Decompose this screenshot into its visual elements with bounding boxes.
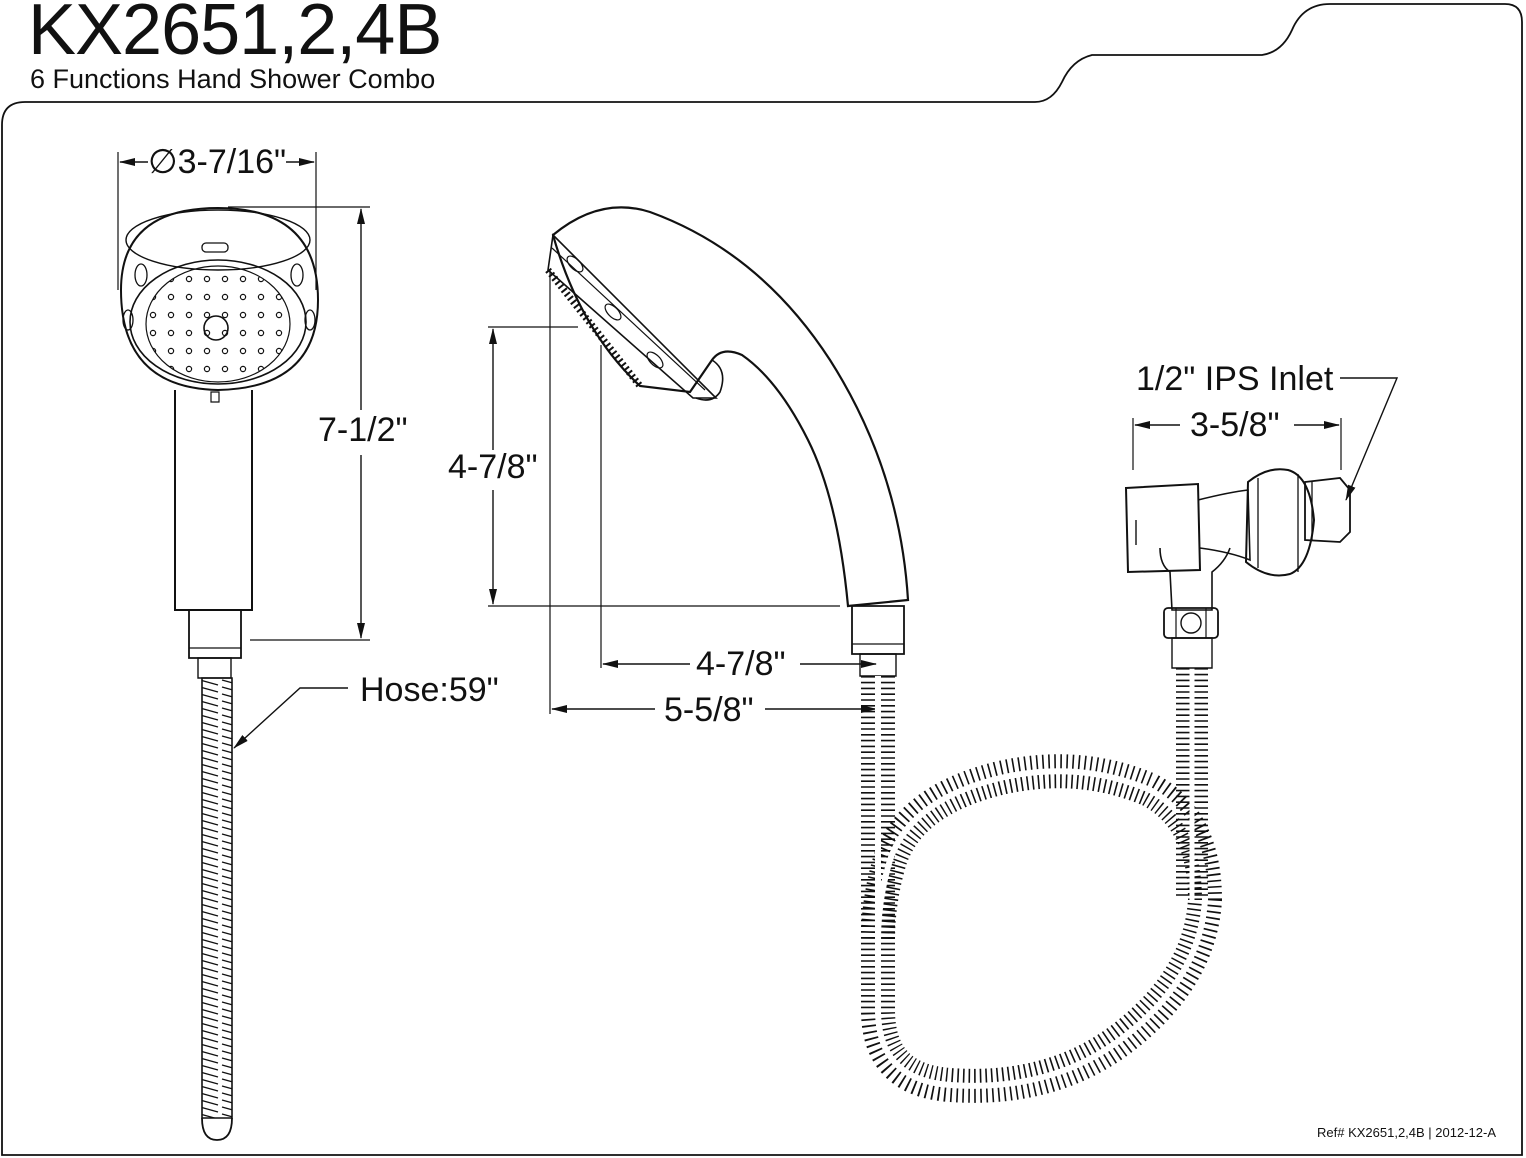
sheet-frame — [2, 4, 1522, 1155]
reference-code: Ref# KX2651,2,4B | 2012-12-A — [1317, 1125, 1496, 1140]
head-height-label: 4-7/8" — [448, 448, 538, 486]
hose-length-label: Hose:59" — [360, 671, 499, 709]
inlet-label: 1/2" IPS Inlet — [1136, 360, 1334, 398]
model-title: KX2651,2,4B — [28, 0, 442, 70]
diameter-label: ∅3-7/16" — [148, 143, 287, 181]
side-handle-connector — [852, 606, 904, 654]
hose-loop — [878, 676, 1205, 1086]
bracket-cradle — [1126, 484, 1200, 572]
overall-height-label: 7-1/2" — [318, 411, 408, 449]
side-head-outline — [553, 207, 908, 606]
head-depth-label: 4-7/8" — [696, 645, 786, 683]
front-view-hand-shower — [121, 208, 318, 1140]
inlet-nut — [1305, 478, 1350, 542]
front-handle-connector — [189, 610, 241, 658]
front-hose — [202, 678, 232, 1118]
wall-bracket-inlet — [1126, 469, 1350, 668]
side-view-hand-shower — [548, 207, 908, 676]
front-handle — [175, 390, 252, 610]
bracket-width-label: 3-5/8" — [1190, 406, 1280, 444]
hose-coil — [878, 668, 1205, 1086]
side-face-plate — [548, 235, 716, 398]
product-description: 6 Functions Hand Shower Combo — [30, 64, 436, 94]
overall-depth-label: 5-5/8" — [664, 691, 754, 729]
bracket-swivel — [1246, 469, 1314, 575]
